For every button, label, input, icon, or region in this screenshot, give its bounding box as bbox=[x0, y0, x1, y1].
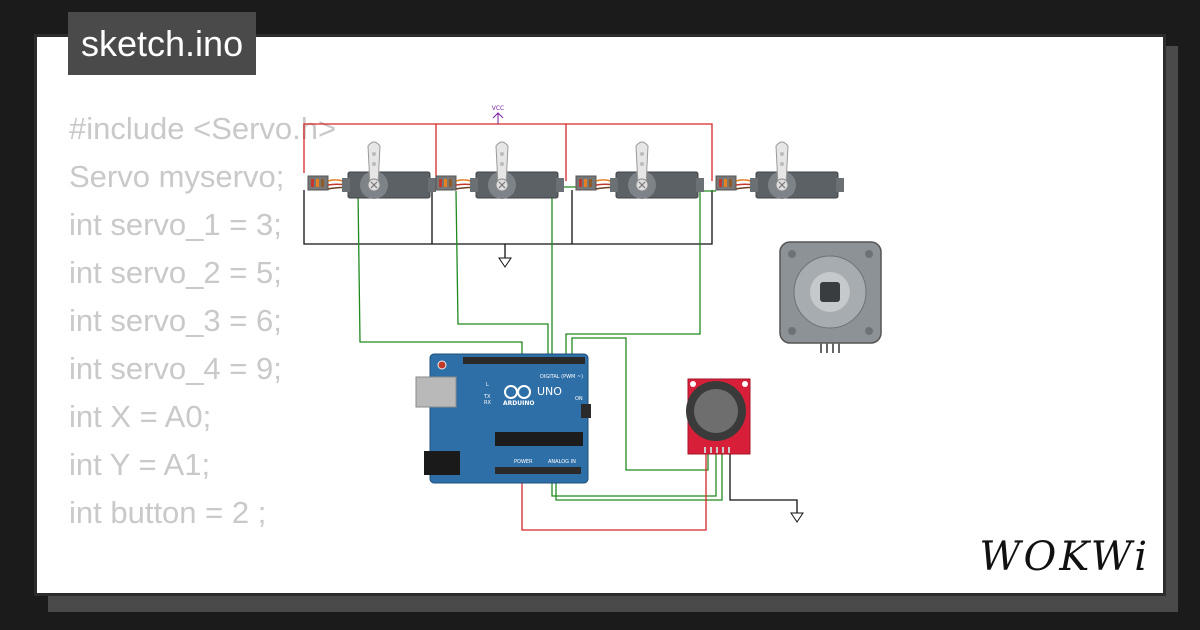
tx-led-label: TX bbox=[483, 394, 491, 400]
digital-header bbox=[463, 357, 585, 364]
power-header-label: POWER bbox=[514, 459, 533, 465]
file-tab[interactable]: sketch.ino bbox=[68, 12, 257, 75]
code-line: int button = 2 ; bbox=[69, 495, 267, 530]
analog-header-label: ANALOG IN bbox=[548, 459, 576, 465]
code-line: Servo myservo; bbox=[69, 159, 285, 194]
bus-wires bbox=[303, 123, 713, 258]
atmega-chip bbox=[495, 432, 583, 446]
ground-icon bbox=[498, 257, 512, 268]
power-analog-header bbox=[495, 467, 581, 474]
joystick-vcc-wire[interactable] bbox=[521, 452, 707, 531]
ground-bus-wire[interactable] bbox=[303, 190, 713, 245]
arduino-model-label: UNO bbox=[537, 385, 562, 398]
signal-wire-servo-4[interactable] bbox=[565, 190, 716, 356]
vcc-bus-wire[interactable] bbox=[303, 123, 713, 181]
joystick-button-wire[interactable] bbox=[571, 337, 709, 471]
joystick-ground-wire[interactable] bbox=[729, 452, 798, 513]
servo-icon[interactable] bbox=[307, 141, 437, 200]
signal-wire-servo-2[interactable] bbox=[455, 190, 549, 356]
power-jack bbox=[424, 451, 460, 475]
reset-button[interactable] bbox=[437, 360, 447, 370]
signal-wire-servo-1[interactable] bbox=[357, 190, 523, 356]
joystick-icon[interactable] bbox=[686, 378, 751, 455]
code-line: int servo_3 = 6; bbox=[69, 303, 282, 338]
code-line: int X = A0; bbox=[69, 399, 212, 434]
code-line: void setup() { bbox=[69, 585, 336, 593]
joystick-x-wire[interactable] bbox=[551, 452, 717, 497]
code-line: int servo_4 = 9; bbox=[69, 351, 282, 386]
icsp-header bbox=[581, 404, 591, 418]
servo-icon[interactable] bbox=[435, 141, 565, 200]
arduino-brand-label: ARDUINO bbox=[503, 400, 534, 407]
wokwi-logo: WOKWi bbox=[979, 534, 1150, 580]
code-listing: #include <Servo.h> Servo myservo; int se… bbox=[69, 105, 337, 593]
rx-led-label: RX bbox=[484, 400, 491, 406]
vcc-marker: VCC bbox=[492, 105, 504, 124]
digital-header-label: DIGITAL (PWM ~) bbox=[540, 374, 583, 380]
signal-wires bbox=[357, 186, 723, 501]
ground-icon bbox=[790, 512, 804, 523]
preview-card: #include <Servo.h> Servo myservo; int se… bbox=[34, 34, 1166, 596]
usb-port bbox=[415, 376, 457, 408]
servo-icon[interactable] bbox=[715, 141, 845, 200]
code-line: int Y = A1; bbox=[69, 447, 211, 482]
code-line: int servo_1 = 3; bbox=[69, 207, 282, 242]
on-led-label: ON bbox=[575, 396, 583, 402]
code-line: int servo_2 = 5; bbox=[69, 255, 282, 290]
stepper-motor-icon[interactable] bbox=[779, 241, 882, 353]
l-led-label: L bbox=[486, 382, 489, 388]
code-line: #include <Servo.h> bbox=[69, 111, 337, 146]
vcc-label: VCC bbox=[492, 105, 504, 112]
joystick-y-wire[interactable] bbox=[555, 452, 723, 501]
arduino-uno-board[interactable]: DIGITAL (PWM ~) POWER ANALOG IN UNO ARDU… bbox=[415, 353, 591, 484]
servo-icon[interactable] bbox=[575, 141, 705, 200]
